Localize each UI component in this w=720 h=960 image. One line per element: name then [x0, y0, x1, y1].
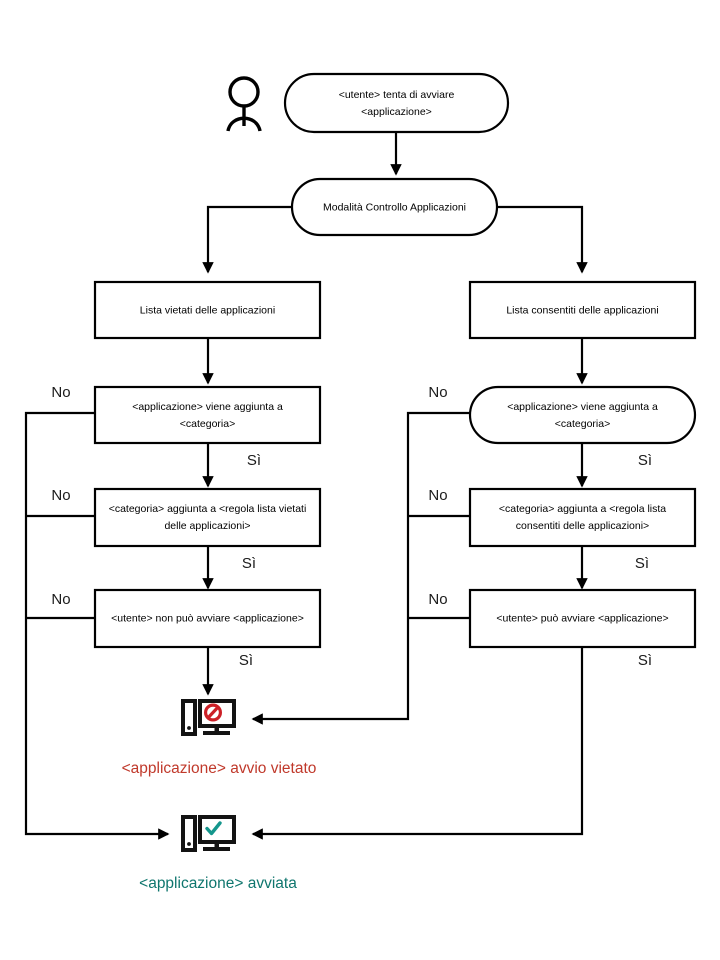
edge-allow-category-no	[251, 411, 470, 725]
computer-allowed-icon	[181, 815, 236, 852]
allowed-caption: <applicazione> avviata	[139, 875, 297, 892]
node-allow-rule[interactable]: <categoria> aggiunta a <regola lista con…	[468, 487, 697, 548]
node-allow-rule-line2: consentiti delle applicazioni>	[516, 520, 649, 532]
node-mode-label: Modalità Controllo Applicazioni	[323, 201, 466, 213]
node-allowlist[interactable]: Lista consentiti delle applicazioni	[468, 280, 697, 340]
edge-label-allow-category-yes: Sì	[638, 452, 652, 469]
node-deny-category-line1: <applicazione> viene aggiunta a	[132, 401, 283, 413]
node-start-line1: <utente> tenta di avviare	[339, 89, 455, 101]
node-deny-rule-line2: delle applicazioni>	[164, 520, 250, 532]
node-start[interactable]: <utente> tenta di avviare <applicazione>	[283, 72, 510, 134]
user-actor-icon	[226, 76, 262, 132]
node-deny-result-label: <utente> non può avviare <applicazione>	[111, 612, 304, 624]
edge-label-allow-category-no: No	[428, 384, 447, 401]
blocked-caption: <applicazione> avvio vietato	[122, 760, 317, 777]
edge-label-deny-result-yes: Sì	[239, 652, 253, 669]
node-deny-category[interactable]: <applicazione> viene aggiunta a <categor…	[93, 385, 322, 445]
edge-label-deny-rule-no: No	[51, 487, 70, 504]
node-deny-category-line2: <categoria>	[180, 418, 235, 430]
node-allow-result-label: <utente> può avviare <applicazione>	[496, 612, 668, 624]
computer-blocked-icon	[181, 699, 236, 736]
edge-label-deny-rule-yes: Sì	[242, 555, 256, 572]
node-denylist-label: Lista vietati delle applicazioni	[140, 304, 275, 316]
edge-label-deny-result-no: No	[51, 591, 70, 608]
edge-allow-result-yes	[251, 648, 584, 840]
node-allow-category-line1: <applicazione> viene aggiunta a	[507, 401, 658, 413]
edge-deny-category-no	[24, 411, 170, 840]
edge-mode-to-denylist	[202, 205, 293, 274]
node-allow-category-line2: <categoria>	[555, 418, 610, 430]
node-mode[interactable]: Modalità Controllo Applicazioni	[290, 177, 499, 237]
node-deny-result[interactable]: <utente> non può avviare <applicazione>	[93, 588, 322, 649]
edge-label-deny-category-no: No	[51, 384, 70, 401]
edge-label-allow-result-yes: Sì	[638, 652, 652, 669]
edge-mode-to-allowlist	[497, 205, 588, 274]
edge-label-deny-category-yes: Sì	[247, 452, 261, 469]
node-allow-rule-line1: <categoria> aggiunta a <regola lista	[499, 503, 666, 515]
node-denylist[interactable]: Lista vietati delle applicazioni	[93, 280, 322, 340]
node-deny-rule[interactable]: <categoria> aggiunta a <regola lista vie…	[93, 487, 322, 548]
edge-label-allow-rule-no: No	[428, 487, 447, 504]
node-allow-category[interactable]: <applicazione> viene aggiunta a <categor…	[468, 385, 697, 445]
node-deny-rule-line1: <categoria> aggiunta a <regola lista vie…	[109, 503, 307, 515]
node-allowlist-label: Lista consentiti delle applicazioni	[506, 304, 658, 316]
node-allow-result[interactable]: <utente> può avviare <applicazione>	[468, 588, 697, 649]
edge-label-allow-rule-yes: Sì	[635, 555, 649, 572]
node-start-line2: <applicazione>	[361, 106, 432, 118]
edge-label-allow-result-no: No	[428, 591, 447, 608]
